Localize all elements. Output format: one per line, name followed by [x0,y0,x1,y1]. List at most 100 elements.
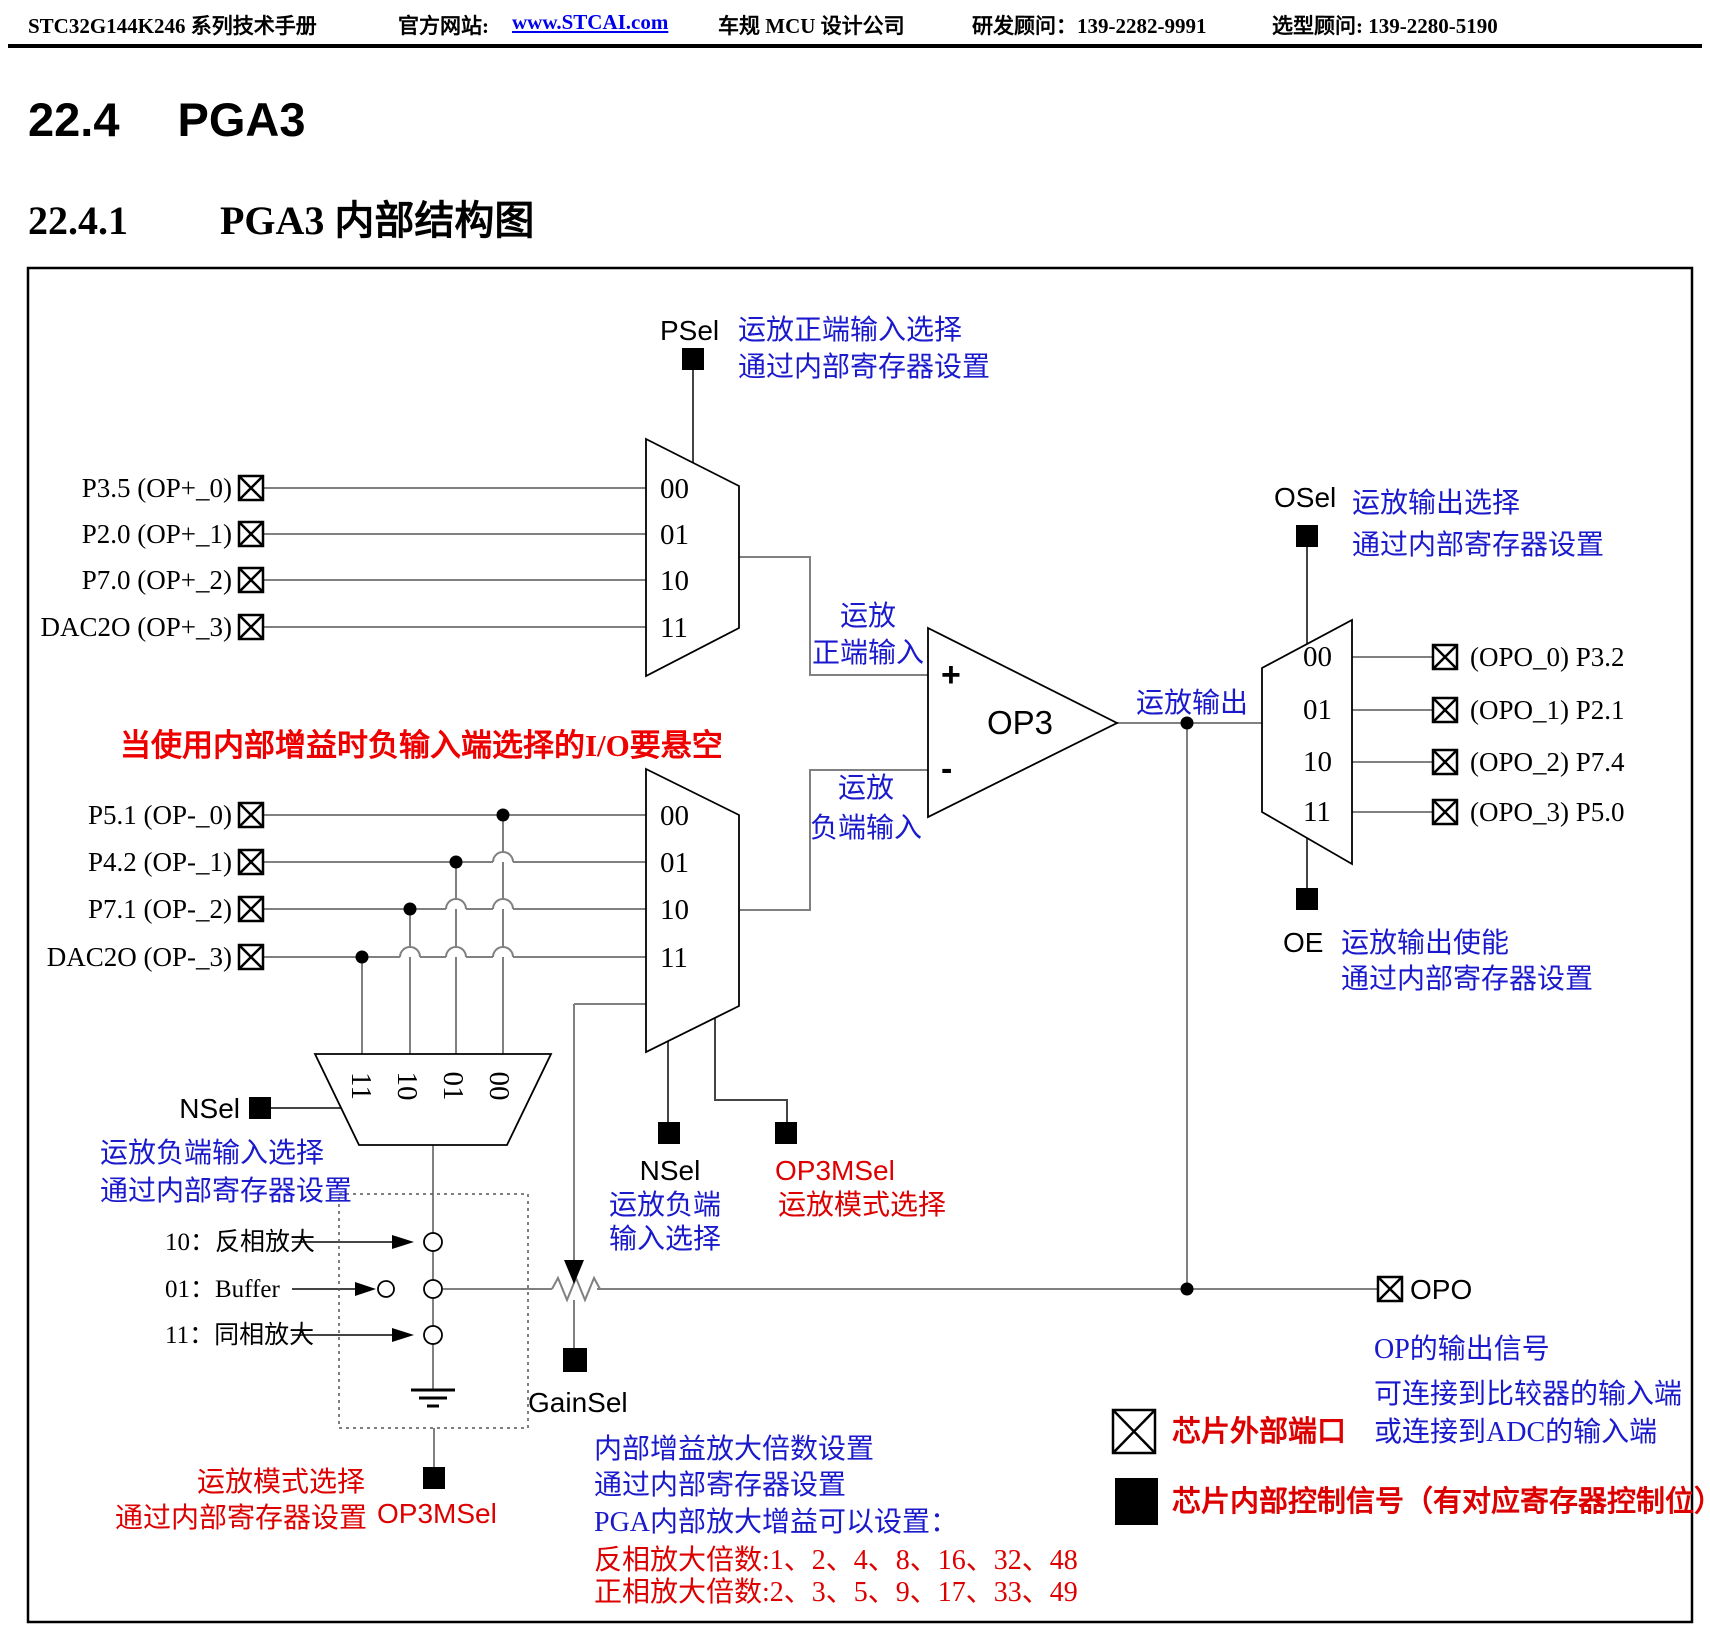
pos-mux-sel: 00 [660,473,689,505]
op3msel-bottom-label: OP3MSel [377,1498,497,1529]
nsel-mid-label: NSel [640,1155,701,1186]
out-demux-sel: 00 [1303,641,1332,673]
neg-mux-sel: 01 [660,847,689,879]
opamp-pos-in-label2: 正端输入 [812,637,924,669]
op3msel-mid-note: 运放模式选择 [778,1189,946,1221]
gain-resistor [551,1275,601,1303]
wires [263,370,1433,1467]
osel-square [1296,525,1318,547]
section-name: PGA3 [177,93,306,146]
opamp-neg-in-label2: 负端输入 [810,812,922,844]
pos-mux-sel: 01 [660,519,689,551]
legend-external-label: 芯片外部端口 [1172,1414,1346,1448]
neg-input-label: P4.2 (OP-_1) [88,847,232,877]
output-demux [1261,618,1353,866]
opo-note2: 可连接到比较器的输入端 [1374,1378,1682,1410]
mode-note1: 运放模式选择 [197,1466,365,1498]
negative-input-mux [645,767,740,1054]
neg-input-label: P5.1 (OP-_0) [88,800,232,830]
pos-input-label: P3.5 (OP+_0) [82,473,232,503]
pos-input-label: P7.0 (OP+_2) [82,565,232,595]
gainsel-note3: PGA内部放大增益可以设置： [594,1506,958,1538]
wiper-arrow-icon [564,1260,584,1284]
oe-label: OE [1283,927,1323,958]
opamp-plus: + [941,656,961,694]
out-demux-sel: 01 [1303,694,1332,726]
opo-note3: 或连接到ADC的输入端 [1374,1416,1657,1448]
gainsel-note2: 通过内部寄存器设置 [594,1469,846,1501]
oe-square [1296,888,1318,910]
opamp-minus: - [941,750,952,788]
neg-mux-sel: 11 [660,942,688,974]
output-port-label: (OPO_0) P3.2 [1470,642,1625,672]
legend-internal-label: 芯片内部控制信号（有对应寄存器控制位） [1172,1484,1710,1518]
gainsel-inv-gains: 反相放大倍数:1、2、4、8、16、32、48 [594,1544,1078,1576]
gainsel-label: GainSel [528,1387,628,1418]
opo-label: OPO [1410,1274,1472,1305]
mode-arrows [292,1235,414,1342]
site-link[interactable]: www.STCAI.com [512,10,669,34]
diagram-border [26,266,1694,1624]
nsel-mid-note2: 输入选择 [609,1223,721,1255]
opamp-pos-in-label1: 运放 [840,600,896,632]
positive-input-mux [645,437,740,678]
ground-icon [411,1388,455,1408]
nsel-mux-sel: 00 [483,1072,515,1101]
opamp-name: OP3 [987,704,1053,741]
gainsel-note1: 内部增益放大倍数设置 [594,1433,874,1465]
psel-note2: 通过内部寄存器设置 [738,351,990,383]
nsel-mode-mux [313,1053,553,1146]
output-port-label: (OPO_2) P7.4 [1470,747,1625,777]
external-port-icons [237,474,1459,1303]
legend-external-port-icon [1111,1408,1157,1455]
nsel-mux-sel: 01 [437,1072,469,1101]
gainsel-square [563,1348,587,1372]
site-label: 官方网站: [398,14,489,38]
mode-label: 11：同相放大 [165,1321,314,1349]
neg-mux-sel: 00 [660,800,689,832]
osel-note1: 运放输出选择 [1352,487,1520,519]
oe-note1: 运放输出使能 [1341,927,1509,959]
neg-mux-sel: 10 [660,894,689,926]
nsel-mux-sel: 10 [391,1072,423,1101]
mode-switch-box [338,1193,529,1429]
osel-label: OSel [1274,482,1336,513]
nsel-mid-note1: 运放负端 [609,1189,721,1221]
oe-note2: 通过内部寄存器设置 [1341,963,1593,995]
nsel-left-note2: 通过内部寄存器设置 [100,1175,352,1207]
psel-square [682,348,704,370]
opamp-triangle [927,626,1120,819]
output-port-label: (OPO_3) P5.0 [1470,797,1625,827]
nsel-mid-square [658,1122,680,1144]
out-demux-sel: 10 [1303,746,1332,778]
nsel-left-label: NSel [179,1093,240,1124]
opamp-neg-in-label1: 运放 [838,772,894,804]
control-signal-squares [249,348,1318,1489]
subsection-number: 22.4.1 [28,198,128,243]
manual-title: STC32G144K246 系列技术手册 [28,14,317,38]
mode-label: 01：Buffer [165,1276,280,1303]
op3msel-bottom-square [423,1467,445,1489]
gain-warning: 当使用内部增益时负输入端选择的I/O要悬空 [120,728,723,763]
out-demux-sel: 11 [1303,796,1331,828]
opamp-out-label: 运放输出 [1136,687,1248,719]
nsel-left-square [249,1097,271,1119]
psel-note1: 运放正端输入选择 [738,314,962,346]
osel-note2: 通过内部寄存器设置 [1352,529,1604,561]
op3msel-mid-square [775,1122,797,1144]
nsel-left-note1: 运放负端输入选择 [100,1137,324,1169]
pos-mux-sel: 11 [660,612,688,644]
pos-mux-sel: 10 [660,565,689,597]
rd-contact: 研发顾问：139-2282-9991 [972,14,1207,38]
op3msel-mid-label: OP3MSel [775,1155,895,1186]
page-header: STC32G144K246 系列技术手册 官方网站: www.STCAI.com… [0,10,1710,44]
nsel-mux-sel: 11 [345,1072,377,1100]
output-port-label: (OPO_1) P2.1 [1470,695,1625,725]
company-label: 车规 MCU 设计公司 [718,14,905,38]
pos-input-label: DAC2O (OP+_3) [41,612,232,642]
mode-switch-contacts [377,1232,443,1345]
